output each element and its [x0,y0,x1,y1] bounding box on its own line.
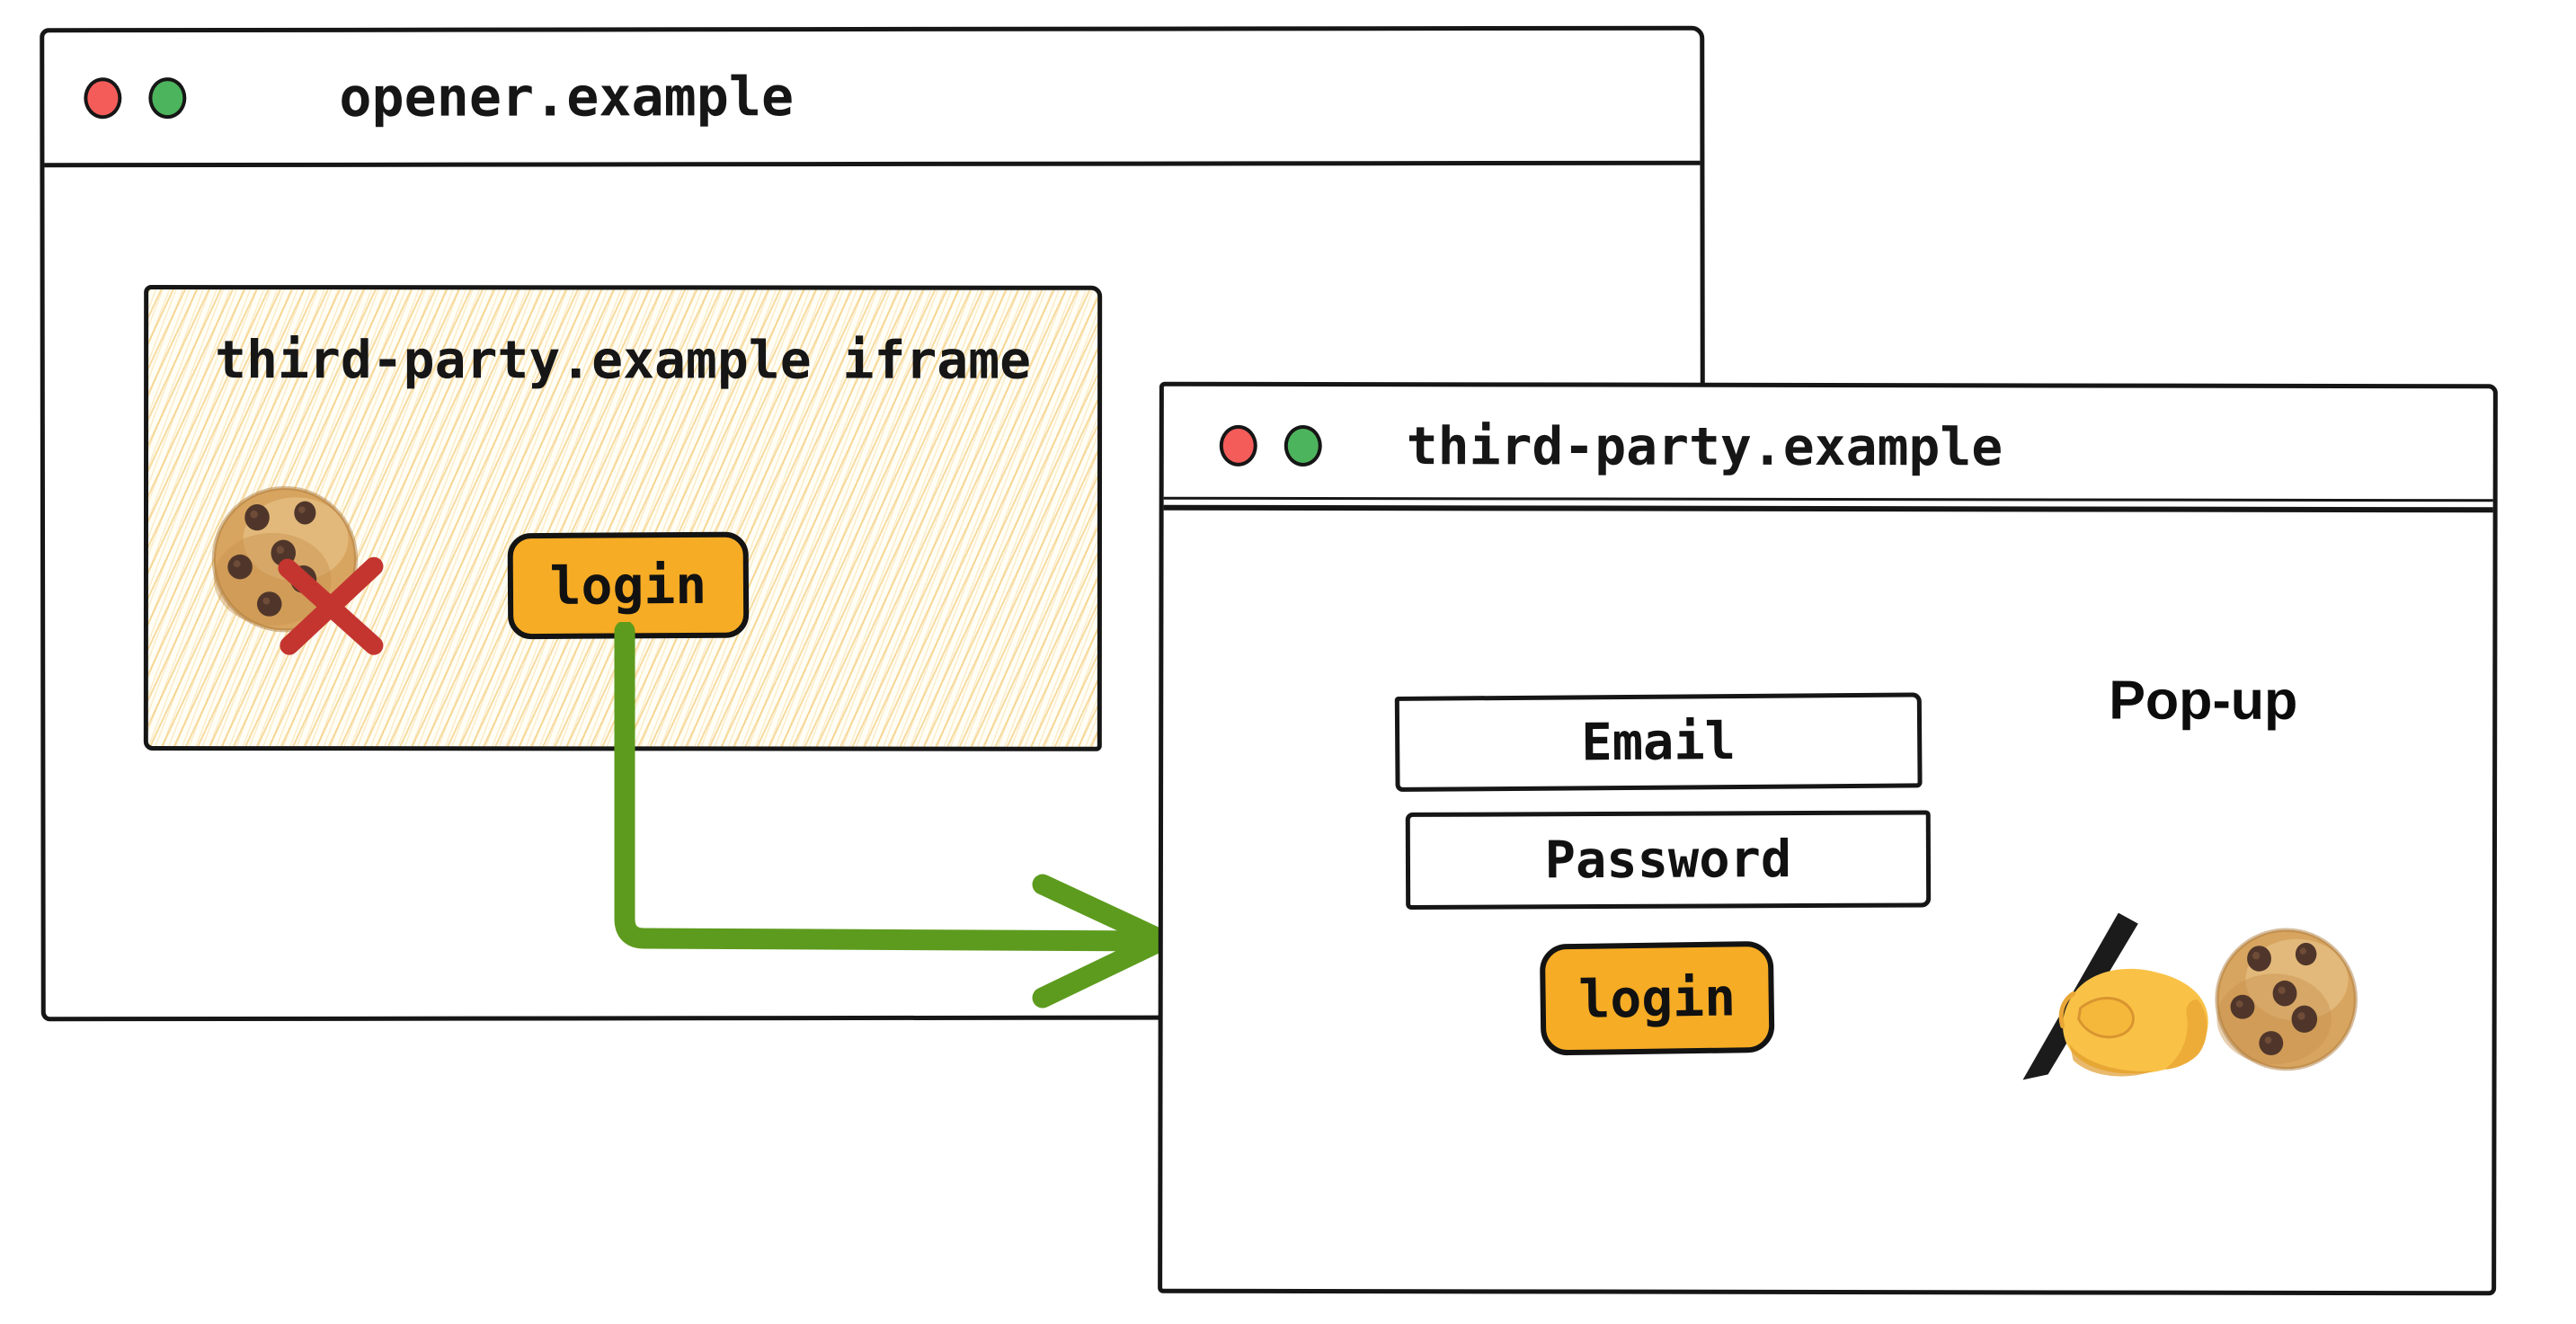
opener-window: opener.example third-party.example ifram… [40,25,1706,1022]
popup-titlebar: third-party.example [1163,386,2493,513]
third-party-iframe: third-party.example iframe [143,285,1103,751]
minimize-window-icon[interactable] [1284,424,1322,467]
blocked-cookie-group [208,482,384,655]
blocked-cross-icon [278,556,384,655]
popup-window-title: third-party.example [1406,415,2003,478]
close-window-icon[interactable] [1219,424,1257,467]
close-window-icon[interactable] [84,76,122,119]
opener-titlebar: opener.example [44,30,1701,168]
password-input[interactable]: Password [1405,810,1932,910]
cookie-icon [2215,928,2358,1071]
popup-login-button[interactable]: login [1539,940,1775,1056]
iframe-title: third-party.example iframe [215,329,1032,391]
opener-window-title: opener.example [339,65,795,129]
email-input[interactable]: Email [1394,692,1923,792]
writing-hand-icon [2022,912,2208,1080]
popup-flow-arrow-icon [614,622,1173,1009]
minimize-window-icon[interactable] [148,76,187,119]
popup-annotation-label: Pop-up [2109,669,2298,731]
popup-window: third-party.example Pop-up Email Passwor… [1158,381,2498,1296]
